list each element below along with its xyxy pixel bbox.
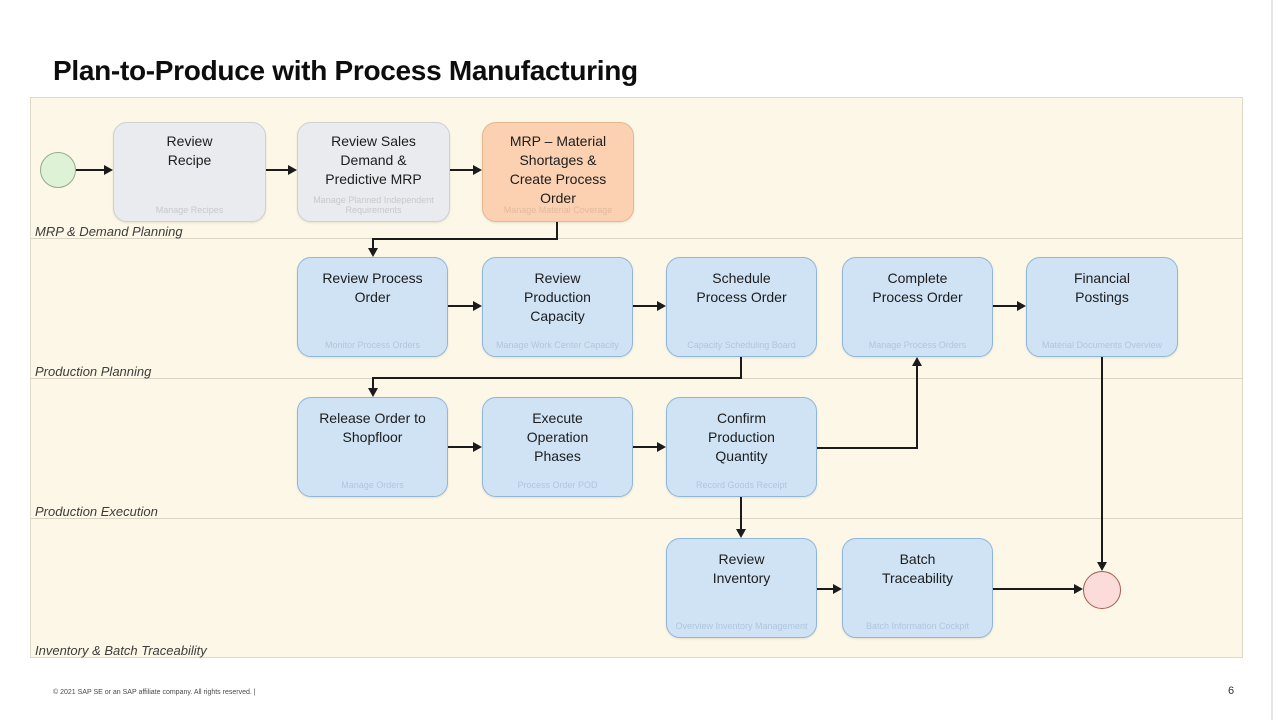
task-financial-postings: Financial Postings Material Documents Ov…	[1026, 257, 1178, 357]
connector-line	[448, 446, 473, 448]
arrowhead-up	[912, 357, 922, 366]
task-subtitle: Process Order POD	[517, 480, 598, 490]
lane-label-production-planning: Production Planning	[35, 364, 152, 379]
task-subtitle: Manage Work Center Capacity	[496, 340, 619, 350]
connector-line	[740, 497, 742, 529]
connector-line	[556, 222, 558, 240]
task-mrp-material-shortages: MRP – Material Shortages & Create Proces…	[482, 122, 634, 222]
connector-line	[916, 366, 918, 449]
task-title: Release Order to Shopfloor	[319, 410, 426, 445]
connector-line	[372, 238, 558, 240]
task-batch-traceability: Batch Traceability Batch Information Coc…	[842, 538, 993, 638]
task-subtitle: Material Documents Overview	[1041, 340, 1163, 350]
arrowhead-right	[473, 165, 482, 175]
connector-line	[740, 357, 742, 379]
slide-right-edge	[1271, 0, 1273, 720]
task-subtitle: Capacity Scheduling Board	[687, 340, 796, 350]
end-event-circle	[1083, 571, 1121, 609]
task-complete-process-order: Complete Process Order Manage Process Or…	[842, 257, 993, 357]
connector-line	[1101, 357, 1103, 562]
task-subtitle: Overview Inventory Management	[675, 621, 808, 631]
arrowhead-down	[368, 248, 378, 257]
copyright-text: © 2021 SAP SE or an SAP affiliate compan…	[53, 689, 256, 696]
task-schedule-process-order: Schedule Process Order Capacity Scheduli…	[666, 257, 817, 357]
connector-line	[993, 588, 1074, 590]
task-title: Review Recipe	[166, 133, 213, 168]
task-subtitle: Manage Orders	[341, 480, 404, 490]
arrowhead-right	[833, 584, 842, 594]
task-subtitle: Manage Material Coverage	[503, 205, 613, 215]
start-event-circle	[40, 152, 76, 188]
task-review-recipe: Review Recipe Manage Recipes	[113, 122, 266, 222]
connector-line	[633, 305, 657, 307]
arrowhead-down	[736, 529, 746, 538]
arrowhead-right	[104, 165, 113, 175]
task-review-production-capacity: Review Production Capacity Manage Work C…	[482, 257, 633, 357]
task-review-process-order: Review Process Order Monitor Process Ord…	[297, 257, 448, 357]
task-subtitle: Manage Recipes	[155, 205, 224, 215]
task-title: Review Process Order	[322, 270, 423, 305]
task-confirm-production-quantity: Confirm Production Quantity Record Goods…	[666, 397, 817, 497]
task-subtitle: Monitor Process Orders	[324, 340, 421, 350]
lane-label-production-execution: Production Execution	[35, 504, 158, 519]
connector-line	[993, 305, 1017, 307]
lane-label-mrp-demand-planning: MRP & Demand Planning	[35, 224, 183, 239]
arrowhead-right	[657, 442, 666, 452]
lane-label-inventory-batch-traceability: Inventory & Batch Traceability	[35, 643, 207, 658]
task-title: Schedule Process Order	[696, 270, 787, 305]
connector-line	[372, 240, 374, 249]
arrowhead-right	[1017, 301, 1026, 311]
task-title: Review Production Capacity	[524, 270, 591, 324]
connector-line	[450, 169, 473, 171]
task-review-inventory: Review Inventory Overview Inventory Mana…	[666, 538, 817, 638]
lane-divider	[30, 238, 1243, 239]
connector-line	[817, 588, 833, 590]
task-subtitle: Manage Planned Independent Requirements	[313, 195, 434, 215]
task-title: Confirm Production Quantity	[708, 410, 775, 464]
arrowhead-down	[1097, 562, 1107, 571]
arrowhead-right	[473, 301, 482, 311]
task-title: Complete Process Order	[872, 270, 963, 305]
task-title: Review Inventory	[712, 551, 771, 586]
task-subtitle: Record Goods Receipt	[695, 480, 788, 490]
lane-divider	[30, 518, 1243, 519]
task-title: Batch Traceability	[881, 551, 954, 586]
arrowhead-right	[1074, 584, 1083, 594]
arrowhead-right	[473, 442, 482, 452]
connector-line	[266, 169, 288, 171]
arrowhead-right	[288, 165, 297, 175]
task-release-order-shopfloor: Release Order to Shopfloor Manage Orders	[297, 397, 448, 497]
arrowhead-right	[657, 301, 666, 311]
slide-title: Plan-to-Produce with Process Manufacturi…	[53, 55, 638, 86]
arrowhead-down	[368, 388, 378, 397]
connector-line	[76, 169, 104, 171]
task-title: Financial Postings	[1073, 270, 1131, 305]
task-title: Execute Operation Phases	[526, 410, 589, 464]
connector-line	[448, 305, 473, 307]
connector-line	[372, 377, 742, 379]
page-number: 6	[1227, 685, 1235, 697]
task-subtitle: Manage Process Orders	[868, 340, 967, 350]
task-subtitle: Batch Information Cockpit	[865, 621, 970, 631]
connector-line	[372, 379, 374, 388]
connector-line	[817, 447, 918, 449]
task-title: Review Sales Demand & Predictive MRP	[325, 133, 422, 187]
task-execute-operation-phases: Execute Operation Phases Process Order P…	[482, 397, 633, 497]
connector-line	[633, 446, 657, 448]
task-title: MRP – Material Shortages & Create Proces…	[509, 133, 607, 206]
task-review-sales-demand: Review Sales Demand & Predictive MRP Man…	[297, 122, 450, 222]
